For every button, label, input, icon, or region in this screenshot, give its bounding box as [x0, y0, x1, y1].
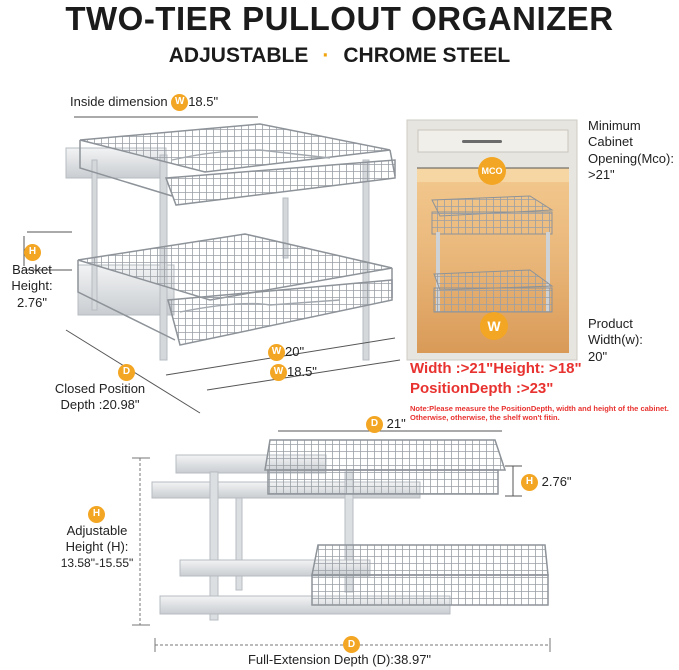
closed-depth-value: Depth :20.98"	[60, 397, 140, 413]
product-width-cabinet-value: 20"	[588, 348, 608, 364]
mco-badge: MCO	[478, 157, 506, 185]
basket-height-badge: H	[24, 244, 41, 262]
page-title: TWO-TIER PULLOUT ORGANIZER	[65, 0, 614, 37]
extended-organizer-illustration	[132, 430, 551, 652]
width-badge-icon: W	[268, 344, 285, 362]
basket-height-extended-label: H 2.76"	[521, 474, 572, 492]
page-subtitle: ADJUSTABLE · CHROME STEEL	[0, 44, 679, 68]
cabinet-width-badge: W	[480, 312, 508, 340]
adjustable-height-value: 13.58"-15.55"	[60, 555, 134, 570]
width-badge-icon: W	[480, 312, 508, 340]
basket-depth-label: D 21"	[366, 416, 406, 434]
height-badge-icon: H	[24, 244, 41, 262]
product-width-cabinet-label: Product Width(w): 20"	[588, 316, 643, 364]
basket-height-value: 2.76"	[17, 294, 47, 310]
closed-depth-label: Closed Position Depth :20.98"	[40, 381, 160, 414]
mco-badge-icon: MCO	[478, 157, 506, 185]
width-badge-icon: W	[171, 94, 189, 112]
subtitle-chrome-steel: CHROME STEEL	[343, 44, 511, 67]
subtitle-separator: ·	[322, 44, 330, 67]
requirements-line-1: Width :>21"Height: >18"	[410, 360, 582, 377]
height-badge-icon: H	[88, 506, 105, 524]
depth-badge-icon: D	[343, 636, 360, 654]
min-cabinet-opening-label: Minimum Cabinet Opening(Mco): >21"	[588, 118, 674, 182]
basket-height-label: Basket Height: 2.76"	[2, 262, 62, 311]
inside-dimension-value: 18.5"	[188, 94, 219, 109]
closed-depth-badge: D	[118, 364, 135, 382]
adjustable-height-badge: H	[88, 506, 105, 524]
requirements-line-2: PositionDepth :>23"	[410, 380, 554, 397]
min-cabinet-opening-value: >21"	[588, 166, 615, 182]
closed-organizer-illustration	[22, 116, 401, 414]
measurement-note: Note:Please measure the PositionDepth, w…	[410, 404, 669, 422]
subtitle-adjustable: ADJUSTABLE	[168, 44, 309, 67]
width-badge-icon: W	[270, 364, 287, 382]
depth-badge-icon: D	[118, 364, 135, 382]
depth-badge-icon: D	[366, 416, 383, 434]
adjustable-height-label: Adjustable Height (H): 13.58"-15.55"	[52, 523, 142, 571]
full-extension-badge: D	[343, 636, 360, 654]
full-extension-depth-label: Full-Extension Depth (D):38.97"	[247, 652, 432, 667]
height-badge-icon: H	[521, 474, 538, 492]
